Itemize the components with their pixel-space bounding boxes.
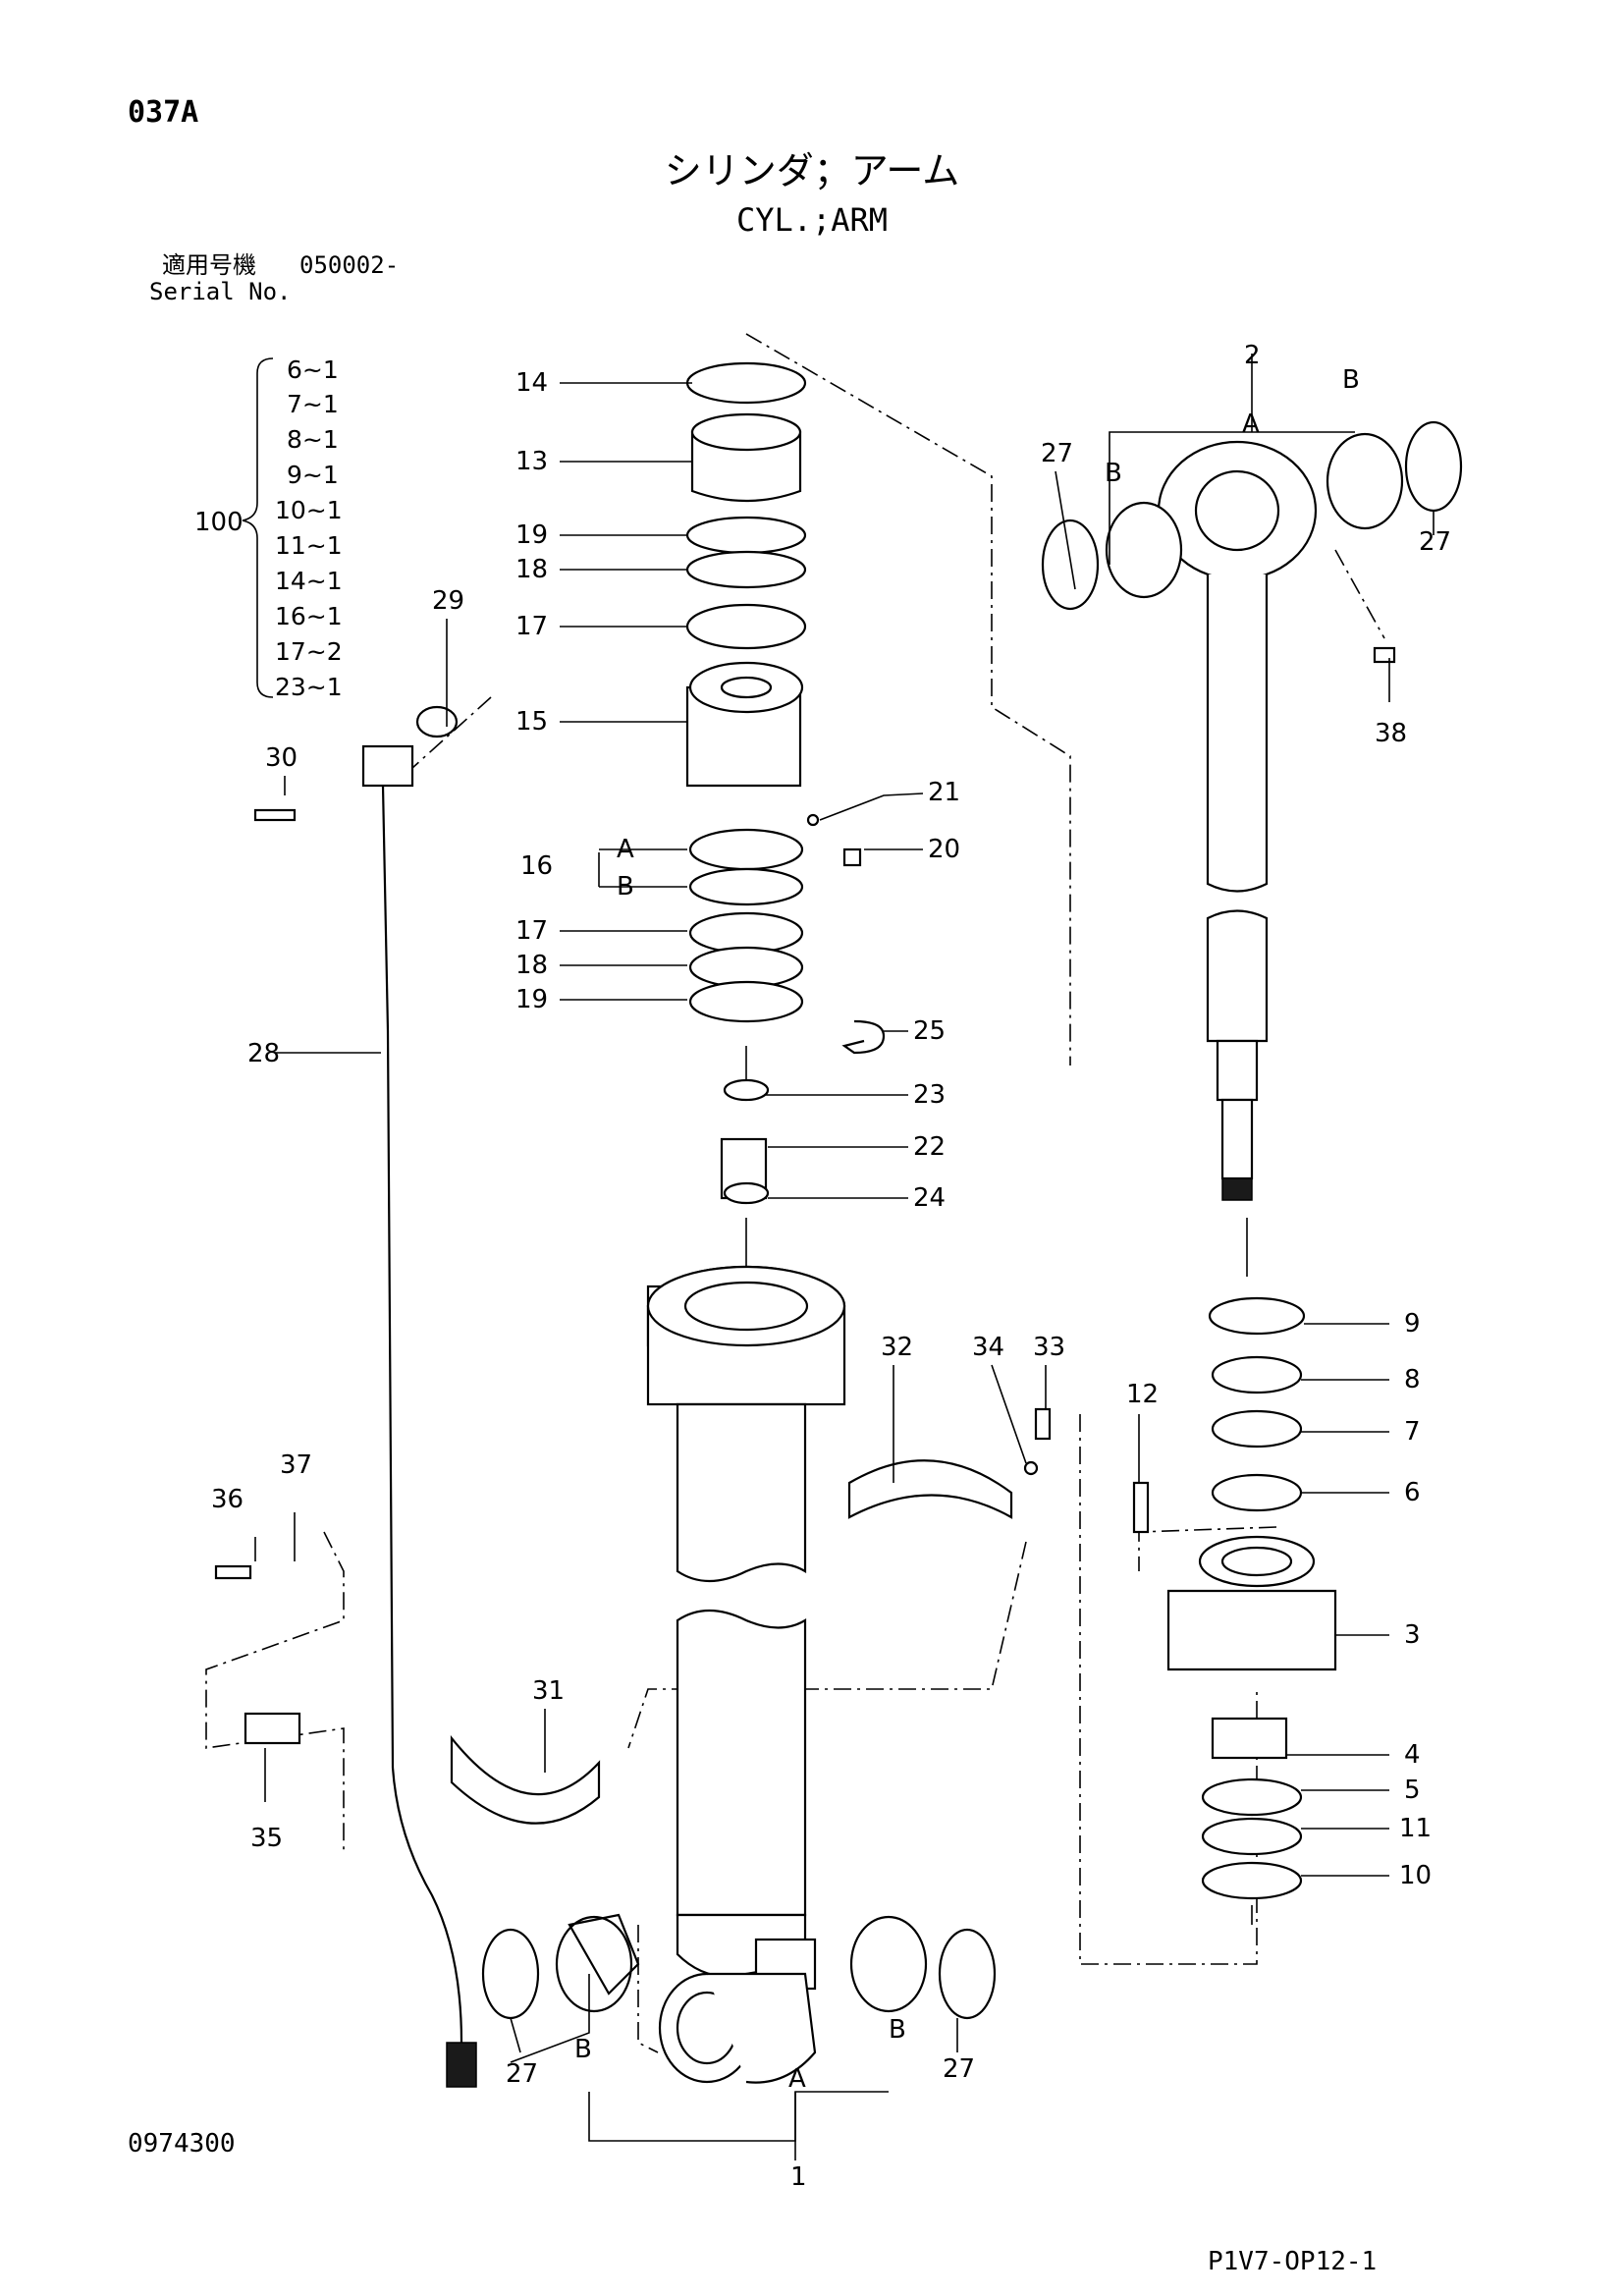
callout: B — [1342, 365, 1360, 395]
seal-stack — [685, 361, 807, 1205]
callout: A — [617, 835, 634, 864]
callout: 19 — [515, 985, 548, 1014]
callout: 38 — [1375, 719, 1407, 748]
callout: B — [889, 2015, 906, 2045]
callout: 23 — [913, 1080, 946, 1110]
callout: 14 — [515, 368, 548, 398]
callout: 8 — [1404, 1365, 1421, 1394]
callout: 36 — [211, 1485, 244, 1514]
callout: 34 — [972, 1333, 1004, 1362]
kit-item: 11~1 — [275, 531, 343, 560]
callout: B — [574, 2035, 592, 2064]
callout: 20 — [928, 835, 960, 864]
pipe-line — [361, 705, 477, 2088]
page-reference: P1V7-OP12-1 — [1208, 2247, 1378, 2276]
title-japanese: シリンダ；アーム — [664, 149, 960, 192]
callout: 24 — [913, 1183, 946, 1213]
callout: 27 — [1419, 527, 1451, 557]
serial-number: 050002- — [299, 251, 400, 279]
title-english: CYL.;ARM — [735, 201, 889, 239]
callout: 29 — [432, 586, 464, 616]
kit-item: 7~1 — [287, 390, 339, 418]
page-code-label: 037A — [128, 95, 199, 130]
callout: 17 — [515, 612, 548, 641]
callout: 27 — [1041, 439, 1073, 468]
callout: 22 — [913, 1132, 946, 1162]
callout: 35 — [250, 1824, 283, 1853]
callout: 3 — [1404, 1620, 1421, 1650]
callout: 9 — [1404, 1309, 1421, 1339]
callout: 16 — [520, 851, 553, 881]
clamps — [214, 420, 1463, 2020]
callout: 18 — [515, 555, 548, 584]
callout: 17 — [515, 916, 548, 946]
kit-item: 23~1 — [275, 673, 343, 701]
callout: 37 — [280, 1450, 312, 1480]
callout: 15 — [515, 707, 548, 737]
callout: B — [1105, 459, 1122, 488]
cylinder-tube — [646, 1265, 846, 2084]
kit-item: 14~1 — [275, 567, 343, 595]
kit-item: 9~1 — [287, 461, 339, 489]
serial-label-japanese: 適用号機 — [162, 251, 256, 279]
kit-item: 10~1 — [275, 496, 343, 524]
callout: 33 — [1033, 1333, 1065, 1362]
callout: 11 — [1399, 1814, 1432, 1843]
kit-label: 100 — [194, 508, 244, 537]
callout: A — [788, 2064, 806, 2094]
callout: 7 — [1404, 1417, 1421, 1447]
drawing-number: 0974300 — [128, 2129, 236, 2159]
kit-brace: 100 6~1 7~1 8~1 9~1 10~1 11~1 14~1 16~1 … — [194, 355, 343, 701]
callout: 21 — [928, 778, 960, 807]
callout-numbers: 14 13 19 18 17 15 16 A B 17 18 19 28 29 … — [211, 341, 1451, 2192]
callout: 6 — [1404, 1478, 1421, 1507]
callout: 28 — [247, 1039, 280, 1068]
callout: 27 — [943, 2054, 975, 2084]
callout: 2 — [1244, 341, 1261, 370]
callout: 27 — [506, 2059, 538, 2089]
head-stack — [1166, 1296, 1337, 1900]
callout: B — [617, 872, 634, 902]
callout: 30 — [265, 743, 298, 773]
callout: 25 — [913, 1016, 946, 1046]
serial-label-english: Serial No. — [149, 278, 292, 305]
callout: 1 — [790, 2162, 807, 2192]
leader-lines — [254, 354, 1435, 2160]
piston-rod — [1157, 440, 1318, 1201]
callout: A — [1242, 410, 1260, 439]
kit-item: 6~1 — [287, 355, 339, 384]
callout: 5 — [1404, 1776, 1421, 1805]
callout: 32 — [881, 1333, 913, 1362]
callout: 18 — [515, 951, 548, 980]
callout: 4 — [1404, 1740, 1421, 1770]
kit-item: 17~2 — [275, 637, 343, 666]
callout: 19 — [515, 520, 548, 550]
callout: 31 — [532, 1676, 565, 1706]
kit-item: 8~1 — [287, 425, 339, 454]
callout: 12 — [1126, 1380, 1159, 1409]
callout: 13 — [515, 447, 548, 476]
callout: 10 — [1399, 1861, 1432, 1890]
kit-item: 16~1 — [275, 602, 343, 630]
